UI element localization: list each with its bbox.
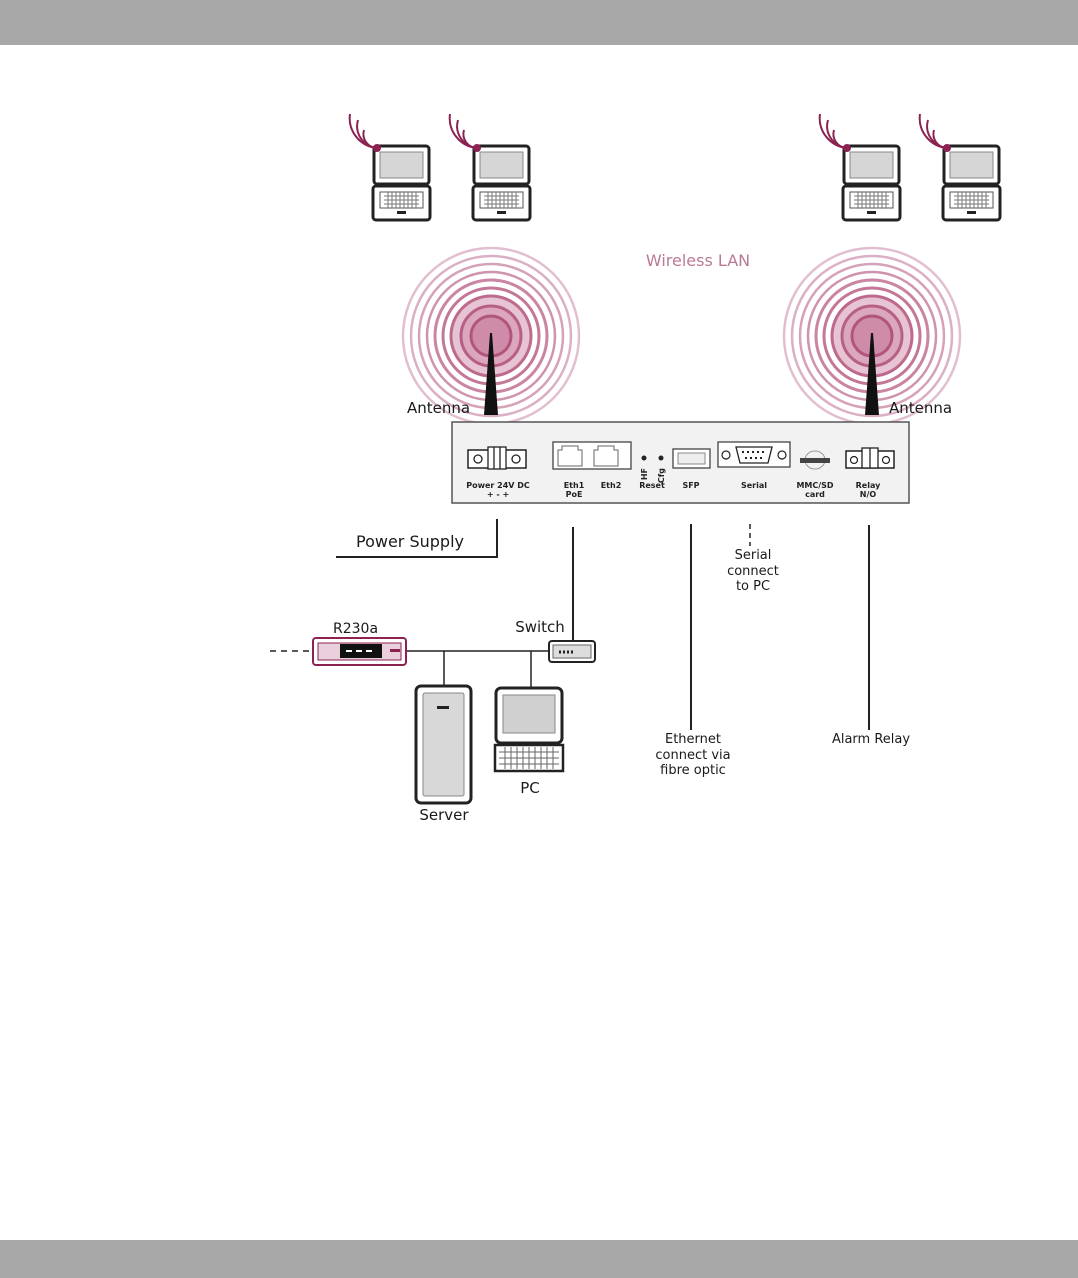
laptop-icon xyxy=(350,114,430,220)
antenna-label-left: Antenna xyxy=(407,399,470,417)
serial-connect-label-3: to PC xyxy=(736,579,770,594)
pc-icon xyxy=(495,688,563,771)
led-label-hf: HF xyxy=(640,468,649,480)
router-icon xyxy=(313,638,406,665)
port-label-eth1-poe: PoE xyxy=(566,490,583,499)
port-label-mmc: MMC/SD xyxy=(796,481,833,490)
server-icon xyxy=(416,686,471,803)
ethernet-fibre-label-2: connect via xyxy=(655,748,730,763)
port-label-sfp: SFP xyxy=(682,481,699,490)
power-connector xyxy=(468,447,526,469)
port-label-relay: Relay xyxy=(856,481,881,490)
port-label-reset: Reset xyxy=(639,481,665,490)
led-cfg xyxy=(659,456,664,461)
port-label-mmc-card: card xyxy=(805,490,825,499)
server-label: Server xyxy=(419,806,469,824)
port-label-power-polarity: + - + xyxy=(487,490,509,499)
laptop-icon xyxy=(450,114,530,220)
led-hf xyxy=(642,456,647,461)
sfp-port-slot xyxy=(678,453,705,464)
port-label-eth2: Eth2 xyxy=(601,481,622,490)
wireless-lan-label: Wireless LAN xyxy=(646,251,750,270)
serial-port xyxy=(718,442,790,467)
ethernet-ports xyxy=(553,442,631,469)
switch-label: Switch xyxy=(515,618,565,636)
port-label-eth1: Eth1 xyxy=(564,481,585,490)
router-label: R230a xyxy=(333,621,378,637)
port-label-serial: Serial xyxy=(741,481,767,490)
laptop-icon xyxy=(920,114,1000,220)
serial-connect-label: Serial xyxy=(735,548,772,563)
serial-connect-label-2: connect xyxy=(727,564,779,579)
ethernet-fibre-label: Ethernet xyxy=(665,732,721,747)
antenna-label-right: Antenna xyxy=(889,399,952,417)
pc-label: PC xyxy=(520,779,540,797)
relay-connector xyxy=(846,448,894,468)
switch-icon xyxy=(549,641,595,662)
power-supply-label: Power Supply xyxy=(356,532,464,551)
port-label-power: Power 24V DC xyxy=(466,481,530,490)
laptop-icon xyxy=(820,114,900,220)
ethernet-fibre-label-3: fibre optic xyxy=(660,763,726,778)
alarm-relay-label: Alarm Relay xyxy=(832,732,910,747)
port-label-relay-no: N/O xyxy=(860,490,877,499)
